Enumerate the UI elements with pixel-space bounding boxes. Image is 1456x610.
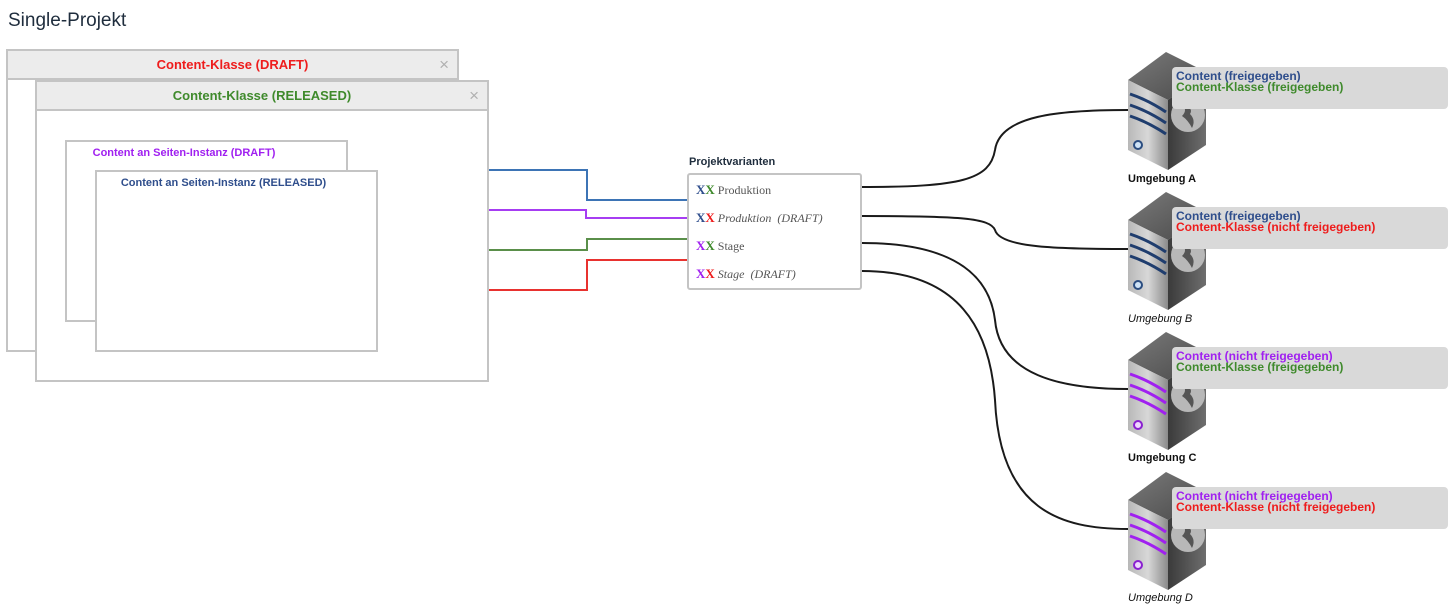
content-class-status: Content-Klasse (freigegeben) — [1176, 360, 1344, 374]
variant-item[interactable]: XX Stage — [696, 238, 744, 254]
content-status: Content (nicht freigegeben) — [1176, 349, 1333, 363]
content-class-released-header: Content-Klasse (RELEASED) × — [37, 82, 487, 111]
content-class-draft-header: Content-Klasse (DRAFT) × — [8, 51, 457, 80]
variant-suffix: (DRAFT) — [750, 267, 796, 281]
class-status-marker: X — [705, 182, 715, 197]
variant-suffix: (DRAFT) — [777, 211, 823, 225]
content-status-marker: X — [696, 238, 706, 253]
variant-label: Stage — [717, 267, 745, 281]
content-status-marker: X — [696, 210, 706, 225]
class-status-marker: X — [705, 238, 715, 253]
instance-released-title: Content an Seiten-Instanz (RELEASED) — [120, 177, 327, 189]
page-title: Single-Projekt — [8, 10, 127, 31]
content-class-status: Content-Klasse (nicht freigegeben) — [1176, 220, 1376, 234]
connector-green — [489, 238, 688, 251]
class-status-marker: X — [705, 210, 715, 225]
content-status-marker: X — [696, 266, 706, 281]
connector-red — [489, 259, 688, 291]
content-class-draft-title: Content-Klasse (DRAFT) — [156, 57, 309, 72]
environment-label: Umgebung B — [1128, 313, 1193, 325]
project-variants-box: XX Produktion XX Produktion (DRAFT) XX S… — [687, 173, 862, 290]
project-variants-title: Projektvarianten — [689, 156, 776, 168]
variant-label: Produktion — [717, 183, 772, 197]
variant-label: Stage — [717, 239, 745, 253]
content-status: Content (freigegeben) — [1176, 69, 1301, 83]
content-class-status: Content-Klasse (freigegeben) — [1176, 80, 1344, 94]
environment-info-box: Content (nicht freigegeben) Content-Klas… — [1172, 487, 1448, 529]
connector-purple — [489, 209, 688, 219]
environment-info-box: Content (freigegeben) Content-Klasse (fr… — [1172, 67, 1448, 109]
close-icon[interactable]: × — [469, 86, 479, 105]
connector-blue — [489, 169, 688, 201]
instance-draft-title: Content an Seiten-Instanz (DRAFT) — [92, 147, 276, 159]
connector-to-env-d — [861, 270, 1129, 530]
variant-item[interactable]: XX Produktion — [696, 182, 771, 198]
content-status-marker: X — [696, 182, 706, 197]
close-icon[interactable]: × — [439, 55, 449, 74]
instance-released-box[interactable]: Content an Seiten-Instanz (RELEASED) — [95, 170, 378, 352]
content-class-status: Content-Klasse (nicht freigegeben) — [1176, 500, 1376, 514]
environment-info-box: Content (nicht freigegeben) Content-Klas… — [1172, 347, 1448, 389]
environment-label: Umgebung A — [1128, 173, 1197, 185]
content-class-released-title: Content-Klasse (RELEASED) — [172, 88, 352, 103]
environment-info-box: Content (freigegeben) Content-Klasse (ni… — [1172, 207, 1448, 249]
connector-to-env-c — [861, 242, 1129, 390]
content-status: Content (freigegeben) — [1176, 209, 1301, 223]
class-status-marker: X — [705, 266, 715, 281]
content-status: Content (nicht freigegeben) — [1176, 489, 1333, 503]
connector-to-env-b — [861, 215, 1129, 250]
connector-to-env-a — [861, 109, 1129, 188]
variant-item[interactable]: XX Stage (DRAFT) — [696, 266, 796, 282]
variant-item[interactable]: XX Produktion (DRAFT) — [696, 210, 823, 226]
variant-label: Produktion — [717, 211, 772, 225]
environment-label: Umgebung D — [1128, 592, 1193, 604]
environment-label: Umgebung C — [1128, 452, 1197, 464]
